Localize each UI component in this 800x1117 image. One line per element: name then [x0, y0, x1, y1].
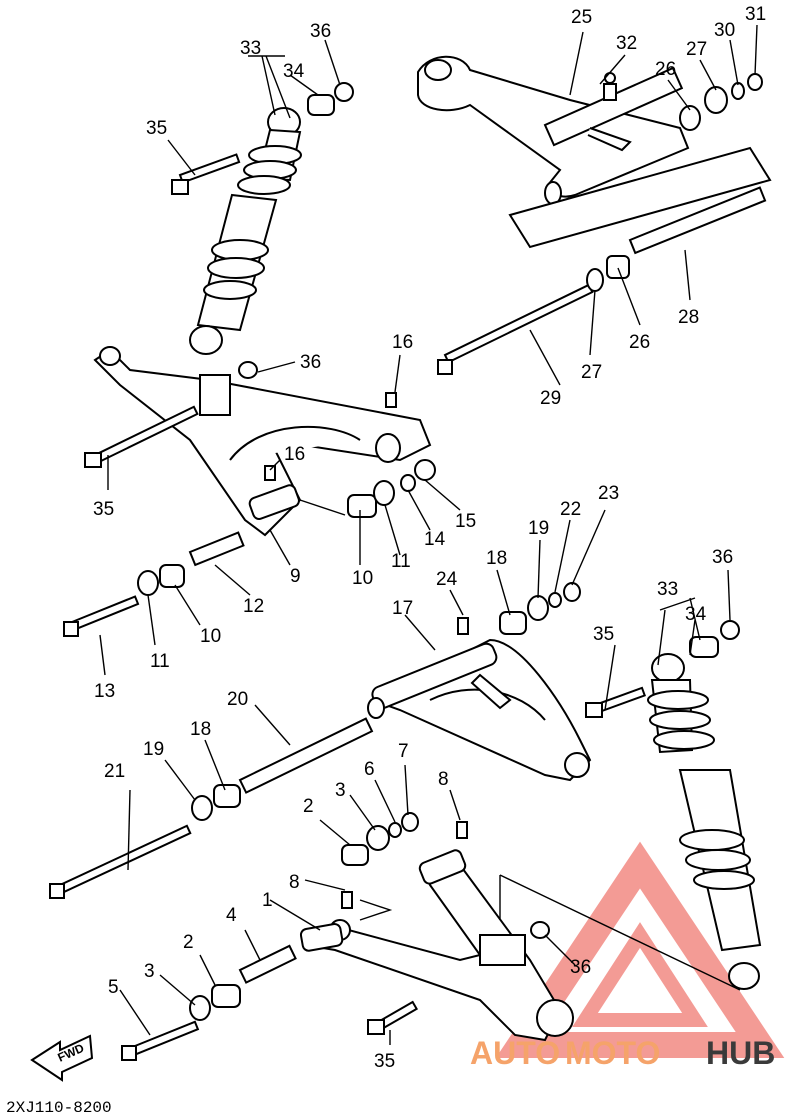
watermark-hub: HUB [706, 1035, 775, 1071]
bolt-29 [437, 283, 594, 375]
callout-1: 1 [262, 890, 273, 911]
shock-absorber-33 [189, 107, 302, 355]
bolt-35-upper [171, 153, 241, 195]
callout-15: 15 [455, 511, 476, 532]
callout-17: 17 [392, 598, 413, 619]
callout-35: 35 [146, 118, 167, 139]
diagram-code: 2XJ110-8200 [6, 1099, 112, 1117]
callout-27: 27 [686, 39, 707, 60]
callout-18: 18 [486, 548, 507, 569]
callout-32: 32 [616, 33, 637, 54]
watermark-auto: AUTO [470, 1035, 560, 1071]
bolt-35-mid [84, 405, 199, 468]
watermark-triangle-logo [495, 841, 785, 1058]
watermark-moto: MOTO [565, 1035, 660, 1071]
shaft-28 [508, 146, 772, 255]
callout-33: 33 [657, 579, 678, 600]
callout-34: 34 [283, 61, 305, 82]
callout-13: 13 [94, 681, 115, 702]
callout-11: 11 [150, 651, 170, 672]
bushings-18-19-left [191, 784, 241, 821]
callout-8: 8 [289, 872, 300, 893]
callout-12: 12 [243, 596, 264, 617]
arm-9 [93, 346, 432, 537]
nut-36-lower [530, 921, 550, 939]
callout-4: 4 [226, 905, 237, 926]
callout-numbers: 1 2 2 3 3 4 5 6 7 8 8 9 10 10 11 11 12 1… [93, 4, 766, 1072]
grease-nipples-8 [341, 821, 468, 909]
callout-26: 26 [629, 332, 650, 353]
bolt-35-right [585, 686, 647, 718]
callout-5: 5 [108, 977, 119, 998]
arm-1 [299, 849, 574, 1042]
leader-lines [99, 24, 758, 1045]
bushings-2-3-left [189, 984, 241, 1021]
callout-6: 6 [364, 759, 375, 780]
callout-36: 36 [310, 21, 331, 42]
callout-18: 18 [190, 719, 211, 740]
bushings-10-11-14-15 [347, 459, 436, 518]
bolt-21 [49, 824, 192, 899]
watermark-triangle-inner [572, 922, 708, 1027]
callout-14: 14 [424, 529, 446, 550]
shaft-4 [238, 944, 297, 984]
grease-nipple-32 [603, 72, 617, 101]
collars-26-27 [586, 73, 763, 292]
bolt-5 [121, 1020, 200, 1061]
grease-nipples-16 [264, 392, 397, 481]
callout-35: 35 [374, 1051, 395, 1072]
callout-30: 30 [714, 20, 735, 41]
callout-19: 19 [528, 518, 549, 539]
bolt-35-lower [367, 1000, 419, 1035]
callout-25: 25 [571, 7, 592, 28]
callout-27: 27 [581, 362, 602, 383]
callout-3: 3 [335, 780, 346, 801]
bushings-2-3-6-7 [341, 812, 419, 866]
callout-19: 19 [143, 739, 164, 760]
bushings-11-10-left [137, 564, 185, 596]
fwd-arrow-icon: FWD [30, 1034, 94, 1082]
callout-21: 21 [104, 761, 125, 782]
callout-3: 3 [144, 961, 155, 982]
upper-arm-25 [417, 55, 690, 205]
watermark-triangle-outer [495, 841, 785, 1058]
callout-26: 26 [655, 59, 676, 80]
callout-7: 7 [398, 741, 409, 762]
callout-23: 23 [598, 483, 619, 504]
callout-2: 2 [183, 932, 194, 953]
callout-9: 9 [290, 566, 301, 587]
callout-36: 36 [570, 957, 591, 978]
watermark-text: AUTO MOTO HUB [470, 1035, 775, 1071]
callout-34: 34 [685, 604, 707, 625]
callout-33: 33 [240, 38, 261, 59]
bushing-34-right [689, 620, 740, 658]
callout-20: 20 [227, 689, 248, 710]
shock-absorber-33-right [647, 653, 762, 990]
bushing-34-upper [307, 82, 354, 116]
callout-28: 28 [678, 307, 699, 328]
callout-10: 10 [200, 626, 221, 647]
nut-36-mid [238, 361, 258, 379]
callout-35: 35 [593, 624, 614, 645]
callout-2: 2 [303, 796, 314, 817]
callout-36: 36 [300, 352, 321, 373]
shaft-20 [238, 717, 374, 794]
callout-36: 36 [712, 547, 733, 568]
arm-17 [367, 638, 592, 782]
callout-24: 24 [436, 569, 458, 590]
bolt-13 [63, 595, 140, 637]
callout-8: 8 [438, 769, 449, 790]
callout-16: 16 [284, 444, 305, 465]
callout-10: 10 [352, 568, 373, 589]
callout-22: 22 [560, 499, 581, 520]
callout-29: 29 [540, 388, 561, 409]
callout-16: 16 [392, 332, 413, 353]
grease-nipple-24 [457, 617, 469, 635]
bushings-18-19-22-23 [499, 582, 581, 635]
shaft-12 [188, 531, 245, 567]
callout-11: 11 [391, 551, 411, 572]
callout-31: 31 [745, 4, 766, 25]
callout-35: 35 [93, 499, 114, 520]
